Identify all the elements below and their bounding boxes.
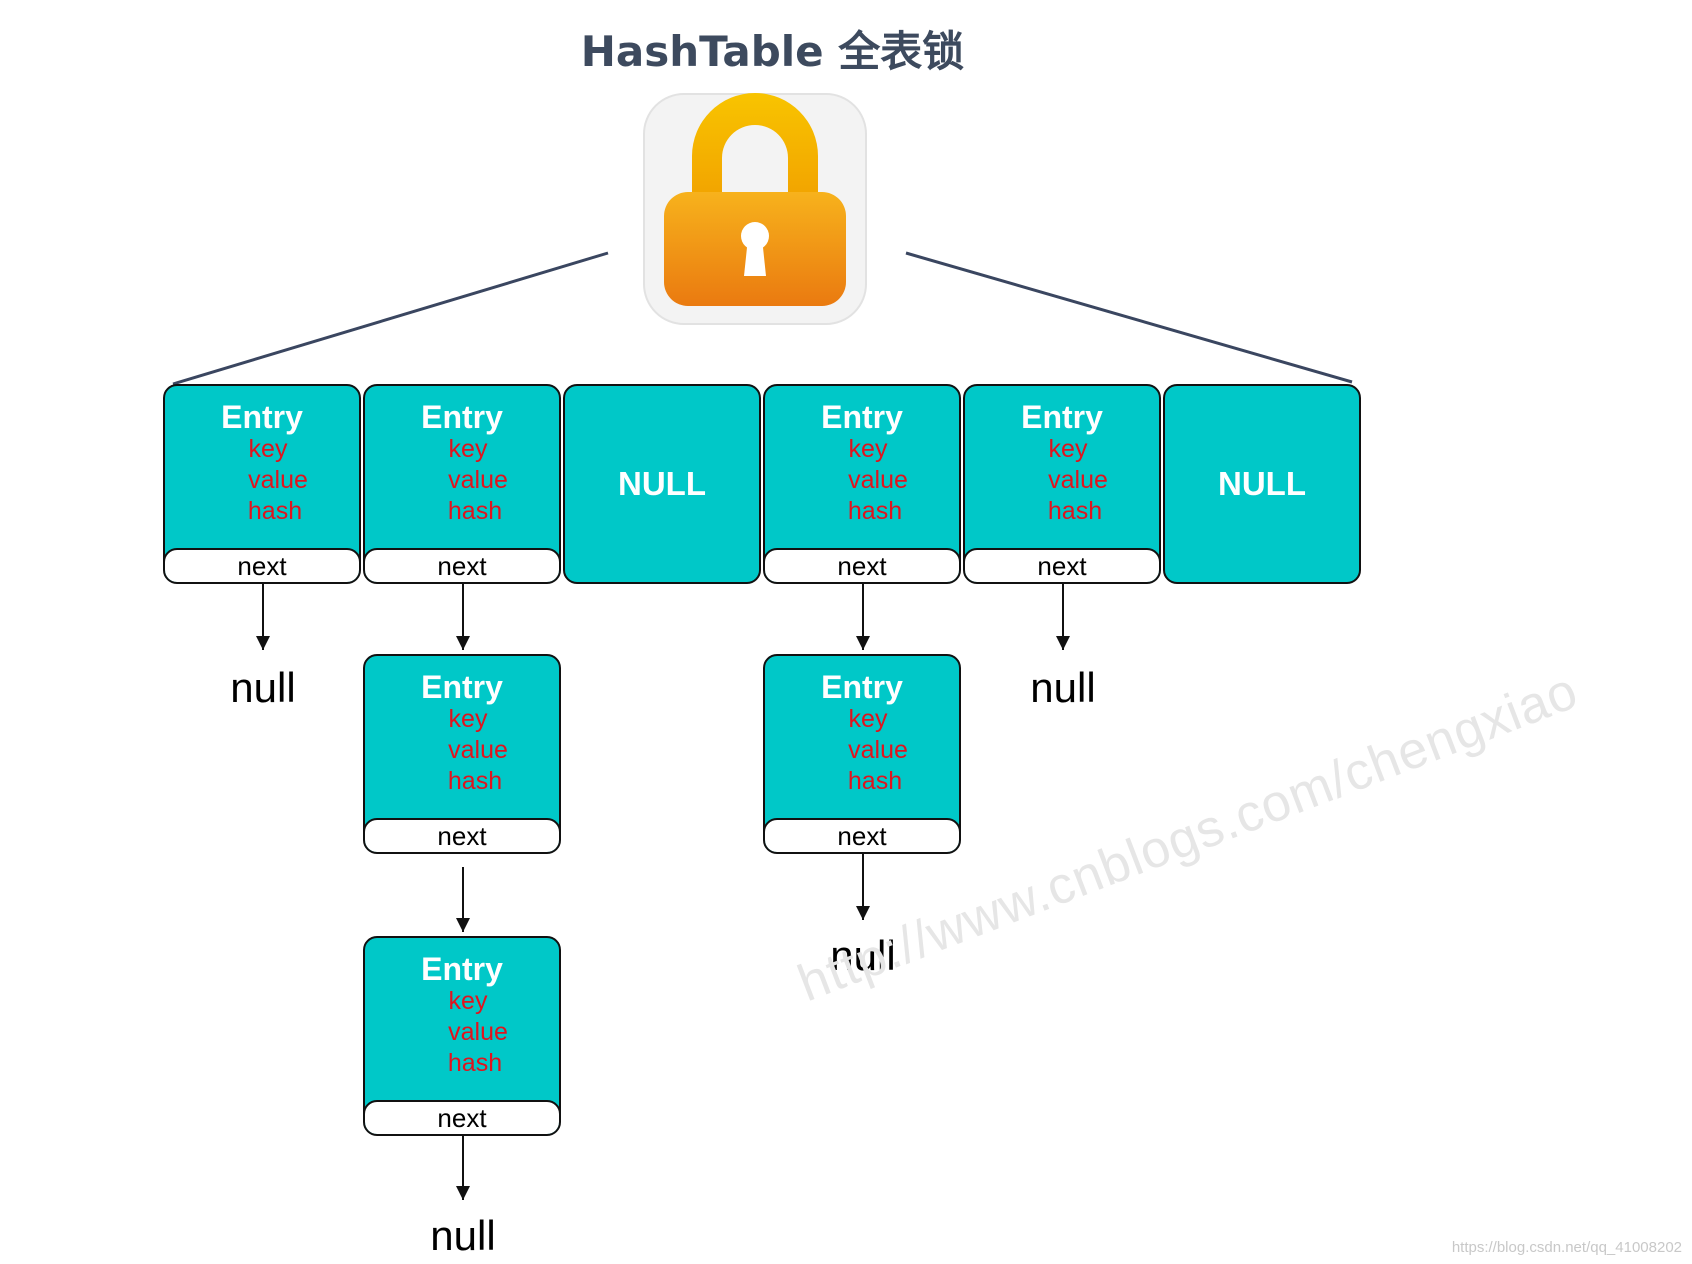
entry-label: Entry bbox=[421, 951, 503, 987]
entry-label: Entry bbox=[421, 399, 503, 435]
field-value: value bbox=[448, 466, 508, 494]
next-pointer: next bbox=[965, 548, 1159, 582]
field-value: value bbox=[1048, 466, 1108, 494]
entry-label: Entry bbox=[821, 399, 903, 435]
field-key: key bbox=[248, 435, 288, 463]
bucket-entry-2: Entry key value hash next bbox=[363, 384, 561, 584]
chain-4-entry-1: Entry key value hash next bbox=[763, 654, 961, 854]
field-hash: hash bbox=[847, 767, 903, 795]
bucket-entry-5: Entry key value hash next bbox=[963, 384, 1161, 584]
field-hash: hash bbox=[447, 497, 503, 525]
next-pointer: next bbox=[365, 1100, 559, 1134]
field-key: key bbox=[448, 705, 488, 733]
entry-label: Entry bbox=[221, 399, 303, 435]
null-bucket-label: NULL bbox=[618, 465, 706, 502]
field-hash: hash bbox=[847, 497, 903, 525]
bucket-entry-4: Entry key value hash next bbox=[763, 384, 961, 584]
null-terminator-bucket-1: null bbox=[230, 664, 296, 711]
next-pointer: next bbox=[765, 818, 959, 852]
chain-2-entry-2: Entry key value hash next bbox=[363, 936, 561, 1136]
field-hash: hash bbox=[1047, 497, 1103, 525]
next-pointer: next bbox=[165, 548, 359, 582]
null-terminator-bucket-5: null bbox=[1030, 664, 1096, 711]
padlock-icon bbox=[643, 93, 867, 325]
diagram-title: HashTable 全表锁 bbox=[580, 27, 965, 76]
null-terminator-chain-4: null bbox=[830, 932, 896, 979]
next-pointer: next bbox=[365, 818, 559, 852]
field-key: key bbox=[848, 435, 888, 463]
entry-label: Entry bbox=[1021, 399, 1103, 435]
field-key: key bbox=[848, 705, 888, 733]
field-hash: hash bbox=[447, 767, 503, 795]
bucket-null-3: NULL bbox=[563, 384, 761, 584]
next-pointer: next bbox=[365, 548, 559, 582]
field-key: key bbox=[448, 987, 488, 1015]
bucket-null-6: NULL bbox=[1163, 384, 1361, 584]
field-key: key bbox=[448, 435, 488, 463]
chain-2-entry-1: Entry key value hash next bbox=[363, 654, 561, 854]
field-value: value bbox=[848, 466, 908, 494]
entry-label: Entry bbox=[421, 669, 503, 705]
lock-line-right bbox=[905, 251, 1353, 384]
credit-text: https://blog.csdn.net/qq_41008202 bbox=[1451, 1239, 1682, 1256]
null-terminator-chain-2: null bbox=[430, 1212, 496, 1259]
null-bucket-label: NULL bbox=[1218, 465, 1306, 502]
next-pointer: next bbox=[765, 548, 959, 582]
lock-line-left bbox=[172, 251, 609, 386]
field-value: value bbox=[448, 1018, 508, 1046]
entry-label: Entry bbox=[821, 669, 903, 705]
bucket-entry-1: Entry key value hash next bbox=[163, 384, 361, 584]
field-hash: hash bbox=[247, 497, 303, 525]
field-value: value bbox=[848, 736, 908, 764]
field-value: value bbox=[448, 736, 508, 764]
field-value: value bbox=[248, 466, 308, 494]
field-hash: hash bbox=[447, 1049, 503, 1077]
field-key: key bbox=[1048, 435, 1088, 463]
